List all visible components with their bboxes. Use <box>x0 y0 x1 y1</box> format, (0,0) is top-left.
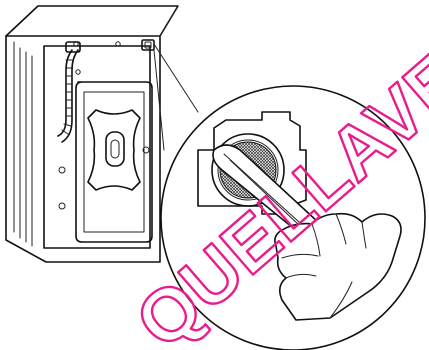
water-inlet-valve <box>142 40 154 50</box>
watermark: QUELLAVEN <box>120 0 429 350</box>
washing-machine-rear <box>6 6 178 262</box>
watermark-text: QUELLAVEN <box>120 0 429 350</box>
